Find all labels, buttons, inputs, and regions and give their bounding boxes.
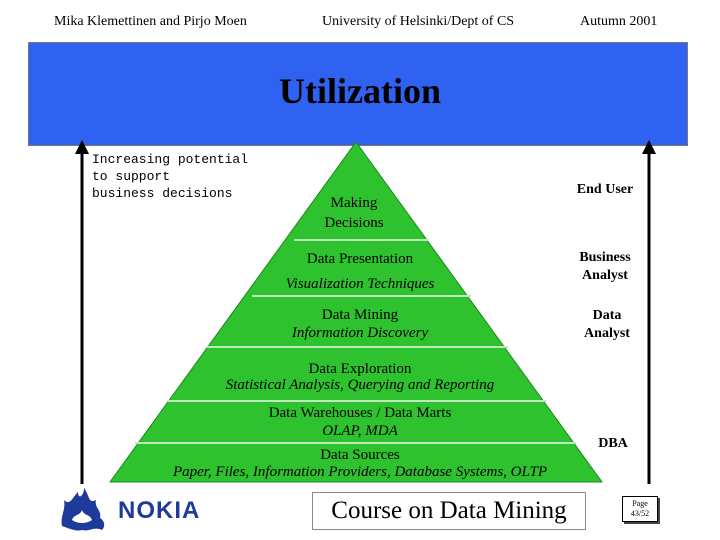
- header-term: Autumn 2001: [580, 14, 658, 29]
- pyramid-shape: [109, 141, 603, 483]
- left-arrow: [75, 140, 89, 484]
- page-number: 43/52: [630, 509, 650, 518]
- flame-seal-icon: [61, 488, 105, 531]
- role-data-analyst: Data Analyst: [584, 308, 630, 341]
- layer-exploration-title: Data Exploration: [308, 361, 412, 377]
- role-business-analyst: Business Analyst: [579, 250, 631, 283]
- layer-exploration-subtitle: Statistical Analysis, Querying and Repor…: [225, 377, 495, 393]
- title-band: [28, 42, 688, 146]
- layer-presentation-title: Data Presentation: [306, 251, 414, 267]
- right-arrow: [642, 140, 656, 484]
- header-institution: University of Helsinki/Dept of CS: [322, 14, 515, 29]
- pyramid-apex-label: Making Decisions: [324, 195, 384, 231]
- layer-warehouse-subtitle: OLAP, MDA: [322, 423, 398, 439]
- page-indicator: Page 43/52: [622, 496, 658, 522]
- role-dba: DBA: [598, 436, 628, 451]
- layer-mining-title: Data Mining: [321, 307, 399, 323]
- page-label: Page: [632, 499, 648, 508]
- pyramid-layer-lines: [135, 239, 576, 444]
- layer-presentation-subtitle: Visualization Techniques: [285, 276, 435, 292]
- role-end-user: End User: [576, 182, 634, 197]
- nokia-logo: NOKIA: [118, 497, 201, 524]
- header-authors: Mika Klemettinen and Pirjo Moen: [54, 14, 247, 29]
- course-title: Course on Data Mining: [312, 492, 586, 530]
- layer-mining-subtitle: Information Discovery: [291, 325, 429, 341]
- layer-sources-subtitle: Paper, Files, Information Providers, Dat…: [172, 464, 548, 480]
- layer-sources-title: Data Sources: [320, 447, 400, 463]
- layer-warehouse-title: Data Warehouses / Data Marts: [268, 405, 452, 421]
- slide-title: Utilization: [279, 71, 441, 111]
- left-axis-label: Increasing potential to support business…: [92, 152, 249, 201]
